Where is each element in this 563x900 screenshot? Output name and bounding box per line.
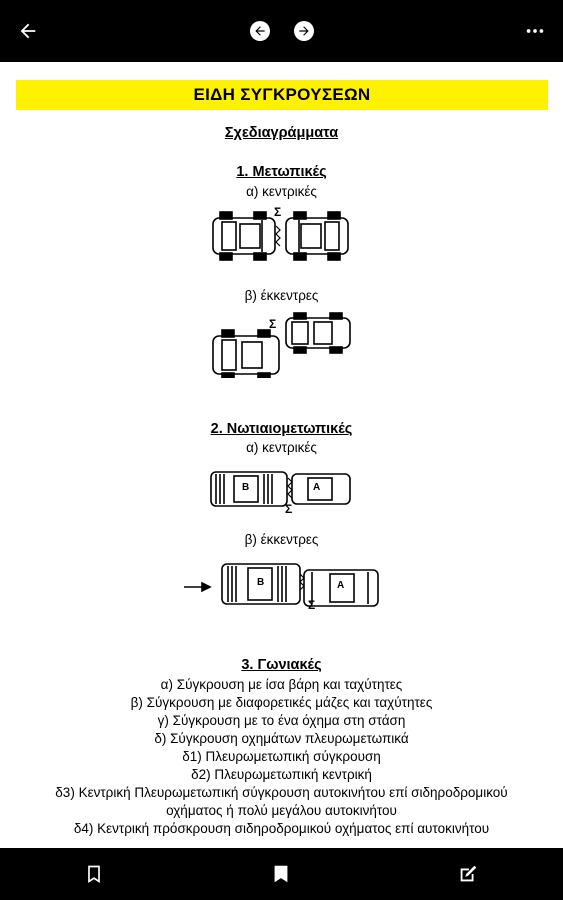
section-heading: 1. Μετωπικές <box>236 164 327 180</box>
edit-note-icon <box>460 865 477 882</box>
list-item: δ4) Κεντρική πρόσκρουση σιδηροδρομικού ο… <box>73 821 490 836</box>
frontal-eccentric-collision-figure <box>212 312 351 378</box>
bookmark-button[interactable] <box>74 848 114 900</box>
top-app-bar <box>0 0 563 62</box>
back-button[interactable] <box>8 0 48 62</box>
bottom-toolbar <box>0 848 563 900</box>
bookmarks-icon <box>274 865 288 883</box>
list-item: δ3) Κεντρική Πλευρωμετωπική σύγκρουση αυ… <box>55 785 508 800</box>
sigma-label: Σ <box>285 502 293 516</box>
rear-end-eccentric-collision-figure <box>184 563 379 607</box>
list-item: γ) Σύγκρουση με το ένα όχημα στη στάση <box>157 713 406 728</box>
item-label: α) κεντρικές <box>246 440 317 455</box>
list-item: δ2) Πλευρωμετωπική κεντρική <box>191 767 372 782</box>
more-vertical-icon <box>526 29 544 33</box>
list-item: α) Σύγκρουση με ίσα βάρη και ταχύτητες <box>160 677 403 692</box>
item-label: β) έκκεντρες <box>244 532 319 547</box>
car-a-label: A <box>337 580 345 591</box>
sigma-label: Σ <box>308 598 316 612</box>
previous-page-button[interactable] <box>246 0 274 62</box>
circle-arrow-left-icon <box>250 21 270 41</box>
bookmark-outline-icon <box>88 865 100 884</box>
title-banner: ΕΙΔΗ ΣΥΓΚΡΟΥΣΕΩΝ <box>16 80 548 110</box>
list-item: δ1) Πλευρωμετωπική σύγκρουση <box>182 749 381 764</box>
list-item: β) Σύγκρουση με διαφορετικές μάζες και τ… <box>130 695 433 710</box>
car-b-label: B <box>242 482 250 493</box>
rear-end-central-collision-figure <box>210 471 351 507</box>
next-page-button[interactable] <box>290 0 318 62</box>
more-options-button[interactable] <box>515 0 555 62</box>
section-heading: 2. Νωτιαιομετωπικές <box>210 421 353 437</box>
sigma-label: Σ <box>274 205 282 219</box>
arrow-left-icon <box>20 23 36 39</box>
list-item: δ) Σύγκρουση οχημάτων πλευρωμετωπικά <box>154 731 409 746</box>
item-label: β) έκκεντρες <box>244 288 319 303</box>
list-item: οχήματος ή πολύ μεγάλου αυτοκινήτου <box>166 803 397 818</box>
car-a-label: A <box>313 482 321 493</box>
sigma-label: Σ <box>269 317 277 331</box>
item-label: α) κεντρικές <box>246 184 317 199</box>
bookmarks-list-button[interactable] <box>261 848 301 900</box>
banner-title: ΕΙΔΗ ΣΥΓΚΡΟΥΣΕΩΝ <box>193 85 371 104</box>
car-b-label: B <box>257 577 265 588</box>
frontal-central-collision-figure <box>212 211 349 261</box>
subtitle: Σχεδιαγράμματα <box>224 125 339 141</box>
section-heading: 3. Γωνιακές <box>241 657 322 673</box>
document-page[interactable]: ΕΙΔΗ ΣΥΓΚΡΟΥΣΕΩΝ Σχεδιαγράμματα 1. Μετωπ… <box>0 62 563 848</box>
circle-arrow-right-icon <box>294 21 314 41</box>
edit-note-button[interactable] <box>448 848 488 900</box>
